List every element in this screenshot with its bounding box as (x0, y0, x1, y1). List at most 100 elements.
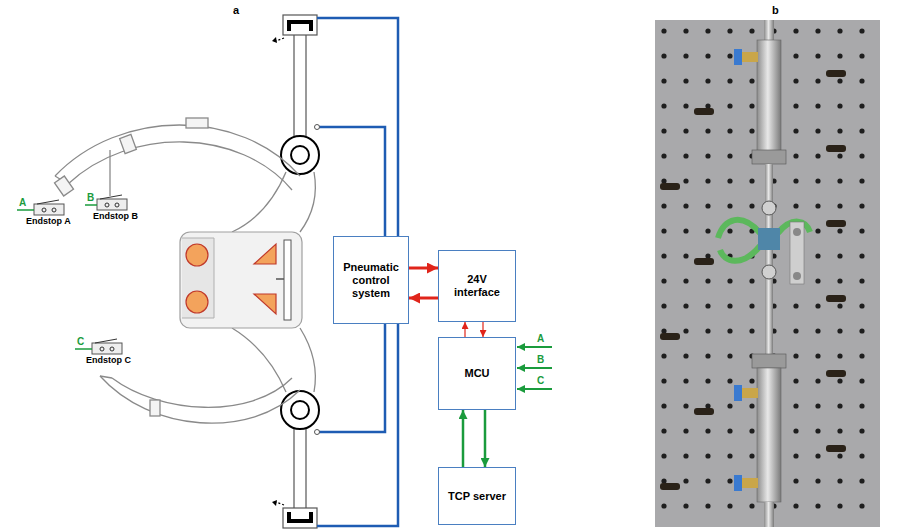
photo (655, 20, 880, 527)
pneumatic-cylinder-part (293, 35, 294, 136)
photo-part (740, 52, 758, 62)
endstop-switch-part (105, 203, 109, 207)
gripper-body-part (182, 238, 214, 318)
gripper-finger-part (109, 150, 110, 196)
pneumatic-cylinder-part (272, 500, 277, 506)
pneumatic-control-box: Pneumatic control system (333, 236, 409, 324)
pivot-joint (281, 391, 319, 429)
endstop-switch (92, 339, 122, 354)
photo-part (752, 150, 786, 164)
panel-label: b (772, 4, 779, 16)
photo-part (764, 502, 774, 527)
photo-part (758, 228, 780, 250)
gripper-body-part (186, 291, 208, 313)
photo-part (740, 478, 758, 488)
pneumatic-hose-part (317, 18, 398, 236)
hose-port (315, 125, 320, 435)
pneumatic-cylinder-part (283, 508, 317, 528)
endstop-switch-part (110, 347, 114, 351)
signal-name: B (537, 354, 544, 365)
photo-part (790, 222, 804, 284)
connector-arrow (409, 297, 438, 300)
photo-part (762, 265, 776, 279)
endstop-switch-part (95, 339, 117, 343)
endstop-switch-part (100, 195, 122, 199)
mcu-box: MCU (438, 337, 516, 410)
gripper-body-part (254, 294, 276, 314)
box-label: TCP server (448, 490, 506, 503)
box-label: 24V interface (443, 273, 511, 299)
gripper-body-part (186, 244, 208, 266)
part-name: Endstop A (26, 217, 71, 227)
photo-part (655, 20, 880, 527)
gripper-body (180, 232, 302, 328)
gripper-finger-part (150, 400, 160, 416)
signal-wire-part (75, 348, 92, 350)
endstop-switch (97, 195, 127, 210)
signal-input-part (517, 388, 552, 390)
signal-input (517, 347, 552, 389)
photo-part (793, 272, 801, 280)
signal-input-part (517, 367, 552, 369)
gripper-finger-part (112, 378, 292, 407)
connector-arrow (409, 267, 438, 270)
pneumatic-cylinder-part (276, 502, 284, 505)
pneumatic-cylinder-part (289, 22, 311, 31)
connector-arrow (462, 410, 465, 467)
gripper-body-part (284, 240, 291, 320)
pneumatic-cylinder-part (305, 428, 306, 508)
pneumatic-cylinder (272, 428, 317, 528)
photo-part (734, 49, 742, 65)
hose-port-part (315, 125, 320, 130)
interface-box: 24V interface (438, 250, 516, 322)
pneumatic-cylinder-part (272, 37, 277, 43)
box-label: Pneumatic control system (338, 261, 404, 300)
photo-part-part (660, 333, 680, 340)
panel-label: a (233, 4, 239, 16)
photo-part-part (826, 370, 846, 377)
photo-part (734, 475, 742, 491)
endstop-switch-part (92, 343, 122, 354)
photo-part-part (826, 145, 846, 152)
gripper-arm-part (300, 172, 315, 232)
pneumatic-hose-part (317, 127, 385, 236)
pneumatic-cylinder-part (289, 512, 311, 521)
endstop-switch-part (52, 208, 56, 212)
box-label: MCU (464, 367, 489, 380)
gripper-finger-part (100, 376, 300, 423)
part-name: Endstop B (93, 212, 138, 222)
signal-name: A (19, 197, 26, 208)
pneumatic-cylinder-part (276, 38, 284, 41)
photo-part (793, 228, 801, 236)
pivot-joint-part (291, 146, 309, 164)
endstop-switch-part (37, 200, 59, 204)
signal-wire-part (17, 209, 34, 211)
gripper-body-part (180, 232, 302, 328)
pneumatic-cylinder (272, 15, 317, 136)
server-box: TCP server (438, 467, 516, 525)
pneumatic-cylinder-part (293, 428, 294, 508)
endstop-switch-part (100, 347, 104, 351)
photo-part (765, 164, 773, 228)
signal-name: A (537, 333, 544, 344)
gripper-finger-part (120, 134, 137, 153)
gripper-body-part (276, 278, 284, 280)
signal-name: B (87, 192, 94, 203)
signal-input-part (517, 346, 552, 348)
photo-part (764, 20, 774, 42)
connector-arrow (482, 322, 483, 337)
gripper-arm-part (300, 328, 315, 392)
hose-port-part (315, 430, 320, 435)
gripper-body-part (254, 244, 276, 264)
part-name: Endstop C (86, 356, 131, 366)
pneumatic-cylinder-part (305, 35, 306, 136)
photo-part-part (694, 408, 714, 415)
pneumatic-hose-part (317, 324, 385, 432)
photo-part (740, 388, 758, 398)
photo-part (762, 201, 776, 215)
photo-part (718, 220, 760, 238)
gripper-finger-part (100, 376, 112, 378)
photo-part-part (660, 183, 680, 190)
photo-part (752, 354, 786, 368)
signal-name: C (77, 336, 84, 347)
